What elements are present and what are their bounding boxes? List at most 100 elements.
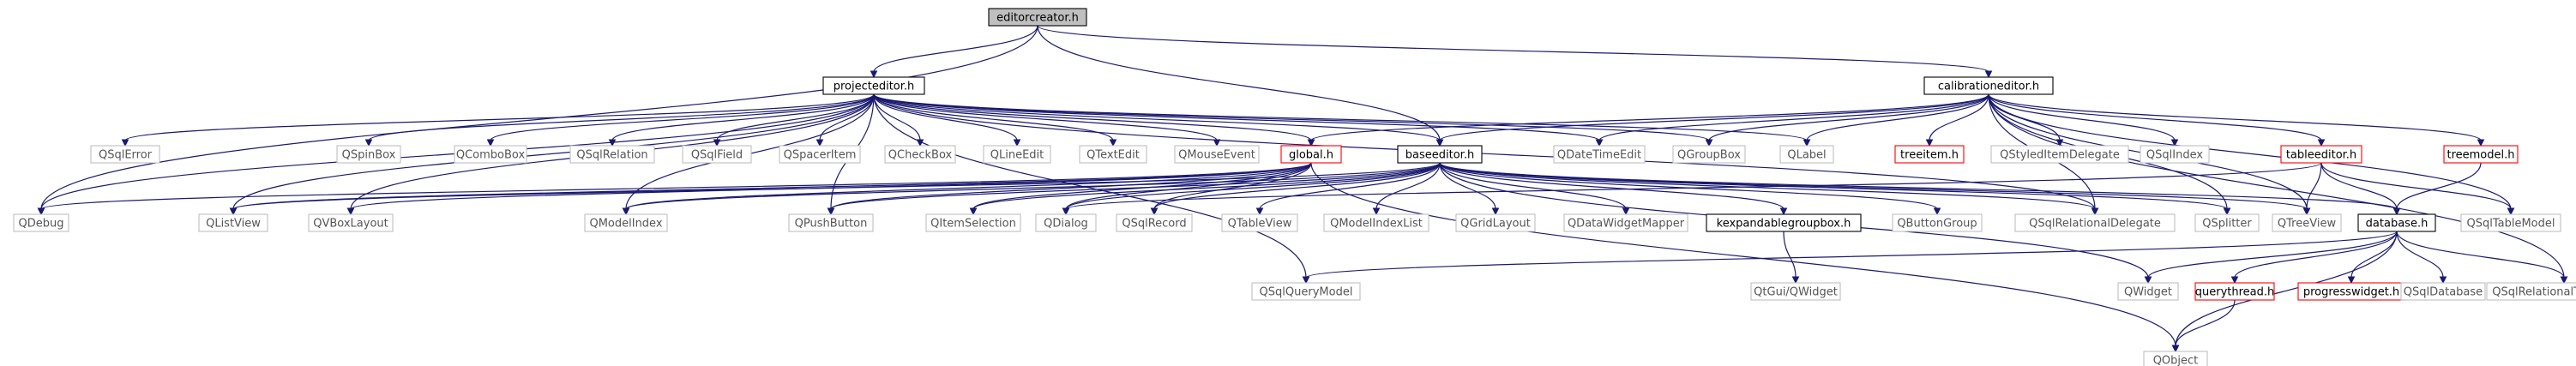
node-qdate-time-edit[interactable]: QDateTimeEdit	[1553, 145, 1646, 164]
edge-calibrationeditor-to-treemodel	[1988, 93, 2485, 147]
edge-calibrationeditor-to-qsql-index	[1988, 93, 2179, 147]
node-qlist-view[interactable]: QListView	[198, 213, 268, 232]
edge-global-to-qlist-view	[229, 162, 1312, 216]
edge-treemodel-to-database	[2392, 162, 2482, 216]
edge-baseeditor-to-qsplitter	[1439, 162, 2231, 216]
edge-database-to-qwidget	[2144, 231, 2398, 285]
node-calibrationeditor[interactable]: calibrationeditor.h	[1923, 76, 2054, 95]
dependency-edges	[37, 25, 2568, 353]
header-nodes: editorcreator.h projecteditor.h calibratio…	[13, 8, 2576, 366]
node-label-progresswidget: progresswidget.h	[2303, 286, 2399, 299]
node-label-qsql-relational-delegate: QSqlRelationalDelegate	[2029, 218, 2161, 231]
node-qspacer-item[interactable]: QSpacerItem	[779, 145, 861, 164]
node-label-qtree-view: QTreeView	[2278, 218, 2337, 231]
node-qmodel-index[interactable]: QModelIndex	[584, 213, 668, 232]
node-qsql-query-model[interactable]: QSqlQueryModel	[1251, 282, 1361, 301]
edge-calibrationeditor-to-qlabel	[1803, 93, 1989, 147]
node-qsql-index[interactable]: QSqlIndex	[2140, 145, 2210, 164]
edge-calibrationeditor-to-tableeditor	[1988, 93, 2326, 147]
node-qt-gui-qwidget[interactable]: QtGui/QWidget	[1750, 282, 1841, 301]
edge-editorcreator-to-projecteditor	[870, 25, 1038, 79]
node-label-qsql-database: QSqlDatabase	[2404, 286, 2483, 299]
node-qvbox-layout[interactable]: QVBoxLayout	[308, 213, 394, 232]
node-label-baseeditor: baseeditor.h	[1405, 149, 1474, 162]
node-qsql-field[interactable]: QSqlField	[682, 145, 752, 164]
node-treemodel[interactable]: treemodel.h	[2443, 145, 2519, 164]
edge-projecteditor-to-qtext-edit	[873, 93, 1117, 147]
node-qmouse-event[interactable]: QMouseEvent	[1174, 145, 1260, 164]
node-qpush-button[interactable]: QPushButton	[788, 213, 874, 232]
node-qsql-record[interactable]: QSqlRecord	[1116, 213, 1193, 232]
node-progresswidget[interactable]: progresswidget.h	[2297, 282, 2405, 301]
node-label-treeitem: treeitem.h	[1900, 149, 1959, 162]
edge-querythread-to-qobject	[2171, 299, 2236, 353]
node-kexpandablegroupbox[interactable]: kexpandablegroupbox.h	[1706, 213, 1862, 232]
node-qsql-database[interactable]: QSqlDatabase	[2400, 282, 2486, 301]
node-qdata-widget-mapper[interactable]: QDataWidgetMapper	[1563, 213, 1688, 232]
node-qmodel-index-list[interactable]: QModelIndexList	[1323, 213, 1429, 232]
edge-projecteditor-to-qline-edit	[873, 93, 1021, 147]
edge-projecteditor-to-qsql-error	[121, 93, 875, 147]
node-label-qdate-time-edit: QDateTimeEdit	[1557, 149, 1641, 162]
node-label-qsql-error: QSqlError	[99, 149, 153, 162]
node-qspin-box[interactable]: QSpinBox	[336, 145, 401, 164]
node-label-qt-gui-qwidget: QtGui/QWidget	[1754, 286, 1838, 299]
node-label-qspacer-item: QSpacerItem	[784, 149, 857, 162]
node-qitem-selection[interactable]: QItemSelection	[925, 213, 1021, 232]
edge-baseeditor-to-qpush-button	[827, 162, 1441, 216]
node-label-qlabel: QLabel	[1787, 149, 1826, 162]
edge-kexpandablegroupbox-to-qt-gui-qwidget	[1783, 231, 1800, 285]
node-qtext-edit[interactable]: QTextEdit	[1079, 145, 1147, 164]
node-qsql-relation[interactable]: QSqlRelation	[569, 145, 655, 164]
node-qgroup-box[interactable]: QGroupBox	[1672, 145, 1746, 164]
node-qline-edit[interactable]: QLineEdit	[983, 145, 1051, 164]
edge-database-to-qsql-database	[2396, 231, 2447, 285]
node-qtable-view[interactable]: QTableView	[1221, 213, 1298, 232]
node-qcheck-box[interactable]: QCheckBox	[884, 145, 956, 164]
node-qstyled-item-delegate[interactable]: QStyledItemDelegate	[1990, 145, 2129, 164]
node-database[interactable]: database.h	[2357, 213, 2436, 232]
node-label-treemodel: treemodel.h	[2447, 149, 2514, 162]
node-qsql-table-model[interactable]: QSqlTableModel	[2460, 213, 2561, 232]
node-qtree-view[interactable]: QTreeView	[2272, 213, 2342, 232]
node-label-qsql-relational-table-model: QSqlRelationalTableModel	[2492, 286, 2576, 299]
node-qdialog[interactable]: QDialog	[1035, 213, 1097, 232]
node-qsplitter[interactable]: QSplitter	[2194, 213, 2260, 232]
node-global[interactable]: global.h	[1280, 145, 1342, 164]
node-qbutton-group[interactable]: QButtonGroup	[1892, 213, 1983, 232]
node-projecteditor[interactable]: projecteditor.h	[822, 76, 925, 95]
node-label-qmodel-index: QModelIndex	[589, 218, 662, 231]
edge-baseeditor-to-qmodel-index	[622, 162, 1441, 216]
edge-baseeditor-to-qsql-record	[1150, 162, 1441, 216]
node-qwidget[interactable]: QWidget	[2117, 282, 2179, 301]
node-qsql-error[interactable]: QSqlError	[90, 145, 160, 164]
node-label-qobject: QObject	[2153, 355, 2199, 366]
node-qobject[interactable]: QObject	[2143, 351, 2208, 366]
edge-tableeditor-to-qsql-table-model	[2320, 162, 2515, 216]
node-label-qgroup-box: QGroupBox	[1677, 149, 1741, 162]
node-label-querythread: querythread.h	[2195, 286, 2275, 299]
node-querythread[interactable]: querythread.h	[2194, 282, 2275, 301]
node-qdebug[interactable]: QDebug	[13, 213, 69, 232]
node-tableeditor[interactable]: tableeditor.h	[2280, 145, 2362, 164]
node-qgrid-layout[interactable]: QGridLayout	[1455, 213, 1536, 232]
edge-projecteditor-to-qsql-field	[713, 93, 875, 147]
node-label-qsql-record: QSqlRecord	[1122, 218, 1186, 231]
edge-tableeditor-to-qtree-view	[2302, 162, 2322, 216]
node-label-qcombo-box: QComboBox	[456, 149, 526, 162]
node-label-qtext-edit: QTextEdit	[1086, 149, 1140, 162]
node-label-qgrid-layout: QGridLayout	[1460, 218, 1531, 231]
node-qlabel[interactable]: QLabel	[1779, 145, 1834, 164]
node-baseeditor[interactable]: baseeditor.h	[1397, 145, 1483, 164]
edge-editorcreator-to-calibrationeditor	[1037, 25, 1993, 79]
edge-projecteditor-to-qlabel	[873, 93, 1811, 147]
node-treeitem[interactable]: treeitem.h	[1894, 145, 1965, 164]
node-qcombo-box[interactable]: QComboBox	[454, 145, 527, 164]
node-label-qtable-view: QTableView	[1228, 218, 1292, 231]
node-qsql-relational-table-model[interactable]: QSqlRelationalTableModel	[2486, 282, 2576, 301]
node-qsql-relational-delegate[interactable]: QSqlRelationalDelegate	[2014, 213, 2176, 232]
node-label-editorcreator: editorcreator.h	[996, 12, 1079, 25]
edge-baseeditor-to-kexpandablegroupbox	[1439, 162, 1788, 216]
node-editorcreator[interactable]: editorcreator.h	[988, 8, 1087, 27]
edge-baseeditor-to-qtree-view	[1439, 162, 2311, 216]
